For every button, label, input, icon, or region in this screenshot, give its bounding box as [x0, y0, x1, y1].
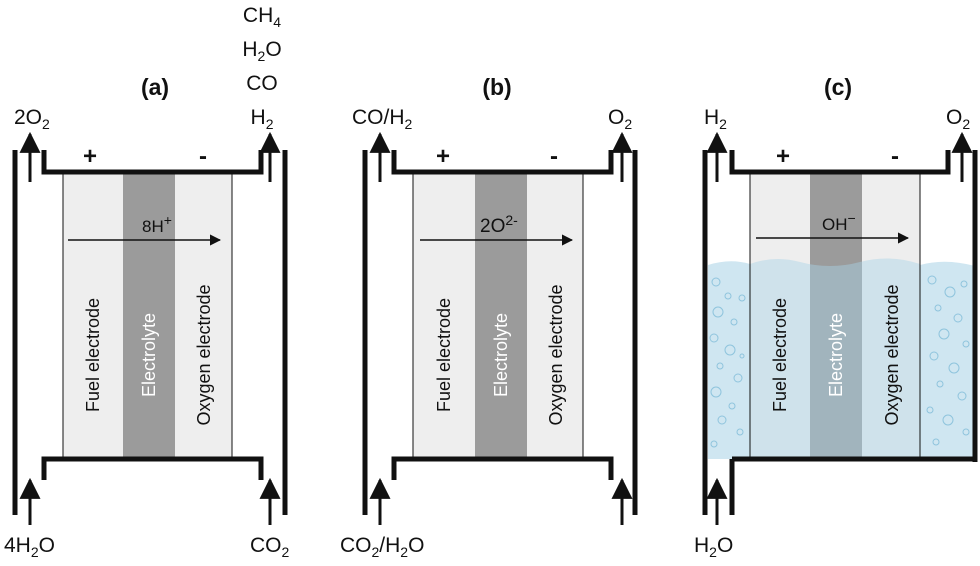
- panel-c: (c): [694, 74, 978, 560]
- panel-c-minus-sign: -: [891, 143, 899, 170]
- panel-c-bubbles-right: [926, 275, 970, 446]
- panel-a-top-right-gas-3: CO: [246, 72, 278, 95]
- panel-a-oxygen-electrode-label: Oxygen electrode: [194, 284, 214, 425]
- panel-c-plus-sign: +: [776, 143, 790, 170]
- panel-c-ion-label: OH−: [822, 210, 856, 234]
- panel-b-top-right-gas: O2: [608, 106, 632, 132]
- panel-a-oxygen-electrode: [175, 172, 232, 459]
- panel-b: (b) CO/H2 O2 CO2/H2O + - 2O2- Fuel elect…: [340, 74, 638, 560]
- panel-b-fuel-electrode: [413, 172, 475, 459]
- panel-a-bottom-left-gas: 4H2O: [4, 534, 55, 560]
- panel-b-bottom-left-gas: CO2/H2O: [340, 534, 424, 560]
- panel-b-electrolyte: [475, 172, 527, 459]
- panel-b-ion-label: 2O2-: [480, 212, 518, 237]
- panel-b-oxygen-electrode: [527, 172, 583, 459]
- panel-c-electrolyte: [810, 172, 862, 459]
- panel-c-bottom-left-gas: H2O: [694, 534, 733, 560]
- panel-a-top-left-gas: 2O2: [14, 106, 50, 132]
- panel-c-fuel-electrode-label: Fuel electrode: [770, 298, 790, 412]
- panel-a-top-connector: [41, 150, 264, 175]
- panel-c-oxygen-electrode-label: Oxygen electrode: [882, 284, 902, 425]
- panel-b-plus-sign: +: [436, 143, 450, 170]
- panel-c-water: [708, 261, 975, 459]
- panel-b-top-left-gas: CO/H2: [352, 106, 413, 132]
- panel-a-top-right-gas-4: H2: [251, 106, 274, 132]
- panel-a-bottom-right-gas: CO2: [250, 534, 290, 560]
- panel-a-top-right-gas-1: CH4: [243, 4, 281, 30]
- panel-a: (a) 2O2 CH4 H2O CO H2 4H2O CO2 + - 8H+: [4, 4, 290, 560]
- panel-a-electrolyte: [123, 172, 175, 459]
- panel-a-electrolyte-label: Electrolyte: [139, 313, 159, 397]
- panel-b-top-connector: [391, 150, 614, 175]
- panel-c-oxygen-electrode: [862, 172, 920, 459]
- panel-c-top-connector: [729, 150, 951, 175]
- panel-c-water-in-cell: [750, 258, 920, 459]
- panel-a-label: (a): [141, 74, 169, 100]
- panel-b-label: (b): [482, 74, 511, 100]
- panel-a-ion-label: 8H+: [142, 212, 172, 236]
- panel-a-plus-sign: +: [83, 143, 97, 170]
- panel-a-bottom-connector: [41, 456, 264, 480]
- panel-c-fuel-electrode: [750, 172, 810, 459]
- panel-b-fuel-electrode-label: Fuel electrode: [434, 298, 454, 412]
- panel-c-electrolyte-label: Electrolyte: [826, 313, 846, 397]
- panel-c-bubbles-left: [709, 277, 746, 448]
- panel-c-label: (c): [824, 74, 852, 100]
- panel-b-electrolyte-label: Electrolyte: [491, 313, 511, 397]
- panel-a-top-right-gas-2: H2O: [242, 38, 281, 64]
- panel-a-minus-sign: -: [199, 143, 207, 170]
- panel-a-fuel-electrode-label: Fuel electrode: [83, 298, 103, 412]
- panel-b-oxygen-electrode-label: Oxygen electrode: [546, 284, 566, 425]
- panel-c-top-right-gas: O2: [946, 106, 970, 132]
- panel-b-minus-sign: -: [550, 143, 558, 170]
- panel-a-fuel-electrode: [63, 172, 123, 459]
- panel-b-bottom-connector: [391, 456, 614, 480]
- panel-c-top-left-gas: H2: [704, 106, 727, 132]
